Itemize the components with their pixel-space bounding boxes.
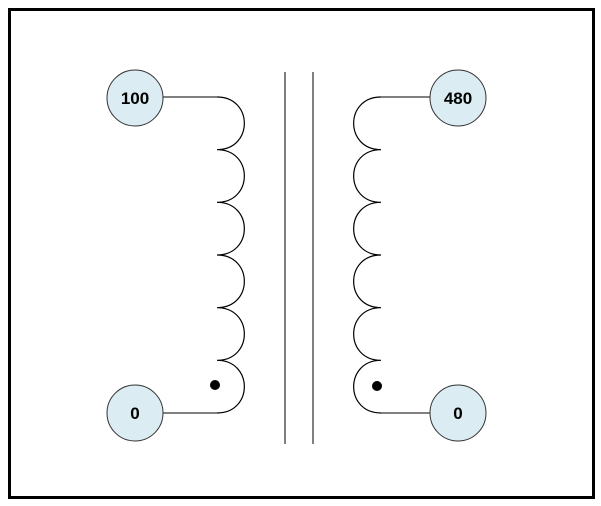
primary-polarity-dot: [210, 380, 220, 390]
primary-coil: [216, 96, 245, 414]
secondary-coil: [353, 96, 382, 414]
secondary-bottom-terminal: 0: [429, 384, 487, 442]
terminal-circle: [106, 69, 164, 127]
terminal-circle: [106, 384, 164, 442]
terminal-label: 480: [444, 89, 472, 108]
terminal-label: 100: [121, 89, 149, 108]
primary-top-terminal: 100: [106, 69, 164, 127]
terminal-label: 0: [453, 404, 462, 423]
terminal-label: 0: [130, 404, 139, 423]
secondary-polarity-dot: [372, 381, 382, 391]
terminal-circle: [429, 69, 487, 127]
secondary-top-terminal: 480: [429, 69, 487, 127]
primary-bottom-terminal: 0: [106, 384, 164, 442]
terminal-circle: [429, 384, 487, 442]
diagram-border: [8, 8, 595, 499]
